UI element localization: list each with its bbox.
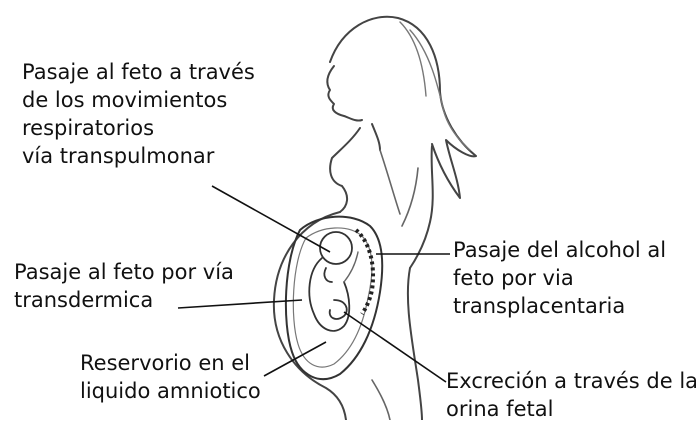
lower-back [408, 268, 422, 420]
chest-outline [330, 128, 360, 212]
umbilical-cord [344, 252, 358, 282]
fetus-arm [324, 268, 332, 282]
hair-strands [400, 22, 470, 150]
label-reservoir-line: liquido amniotico [80, 377, 261, 405]
belly-outline [274, 212, 346, 420]
face-profile [327, 66, 362, 121]
label-transdermal-line: transdermica [14, 286, 234, 314]
pointer-respiratory [212, 186, 330, 252]
label-respiratory-line: de los movimientos [22, 86, 255, 114]
uterus-inner [293, 228, 372, 367]
label-placental-line: transplacentaria [453, 292, 666, 320]
label-transdermal: Pasaje al feto por vía transdermica [14, 258, 234, 314]
woman-figure [274, 17, 476, 420]
label-respiratory-line: respiratorios [22, 114, 255, 142]
label-excretion-line: Excreción a través de la [446, 367, 696, 395]
label-transdermal-line: Pasaje al feto por vía [14, 258, 234, 286]
placenta [356, 230, 373, 314]
label-placental: Pasaje del alcohol al feto por via trans… [453, 236, 666, 320]
leg-line [372, 380, 390, 420]
pointer-reservoir [264, 342, 326, 376]
label-placental-line: feto por via [453, 264, 666, 292]
hair-outline [330, 17, 476, 198]
fetus-leg [330, 300, 347, 319]
uterus [286, 217, 382, 379]
arm-outline [380, 150, 418, 226]
pointer-excretion [344, 312, 446, 382]
label-placental-line: Pasaje del alcohol al [453, 236, 666, 264]
label-reservoir-line: Reservorio en el [80, 349, 261, 377]
fetus-body [309, 258, 349, 331]
label-respiratory: Pasaje al feto a través de los movimient… [22, 58, 255, 170]
label-respiratory-line: vía transpulmonar [22, 142, 255, 170]
label-excretion: Excreción a través de la orina fetal [446, 367, 696, 423]
label-respiratory-line: Pasaje al feto a través [22, 58, 255, 86]
label-excretion-line: orina fetal [446, 395, 696, 423]
label-reservoir: Reservorio en el liquido amniotico [80, 349, 261, 405]
fetus-head [320, 232, 352, 264]
